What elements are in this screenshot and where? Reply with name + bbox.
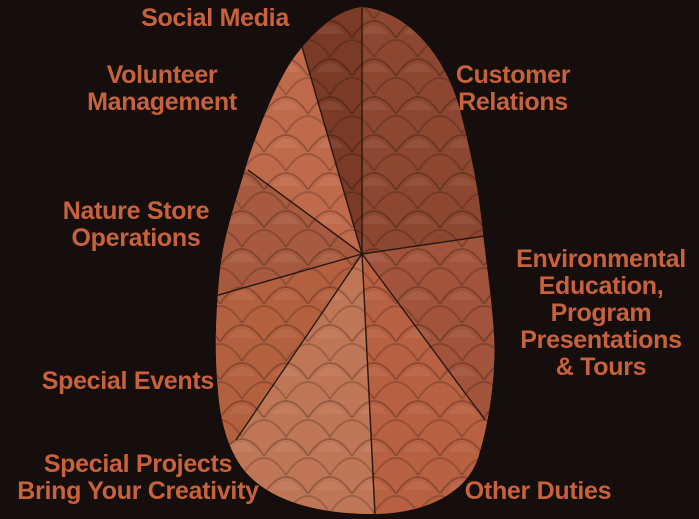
- label-other-duties: Other Duties: [458, 478, 618, 505]
- segment-dividers: [215, 7, 495, 514]
- label-line: Social Media: [141, 4, 289, 32]
- label-line: Program: [550, 299, 652, 327]
- label-volunteer-management: Volunteer Management: [72, 62, 252, 116]
- label-line: Bring Your Creativity: [17, 477, 259, 505]
- label-line: & Tours: [555, 353, 647, 381]
- label-line: Nature Store: [62, 197, 210, 225]
- label-customer-relations: Customer Relations: [438, 62, 588, 116]
- label-special-projects: Special Projects Bring Your Creativity: [0, 451, 276, 505]
- label-line: Management: [87, 88, 237, 116]
- label-line: Customer: [455, 61, 571, 89]
- label-social-media: Social Media: [120, 5, 310, 32]
- label-line: Education,: [538, 272, 664, 300]
- label-line: Volunteer: [106, 61, 218, 89]
- label-nature-store: Nature Store Operations: [40, 198, 232, 252]
- label-line: Operations: [71, 224, 201, 252]
- label-line: Presentations: [520, 326, 682, 354]
- label-line: Special Events: [41, 367, 215, 395]
- label-environmental-education: Environmental Education, Program Present…: [506, 246, 696, 381]
- label-line: Environmental: [516, 245, 686, 273]
- label-special-events: Special Events: [4, 367, 215, 395]
- label-line: Special Projects: [43, 450, 233, 478]
- pinecone-segments: [215, 7, 495, 514]
- label-line: Relations: [458, 88, 568, 116]
- label-line: Other Duties: [464, 477, 612, 505]
